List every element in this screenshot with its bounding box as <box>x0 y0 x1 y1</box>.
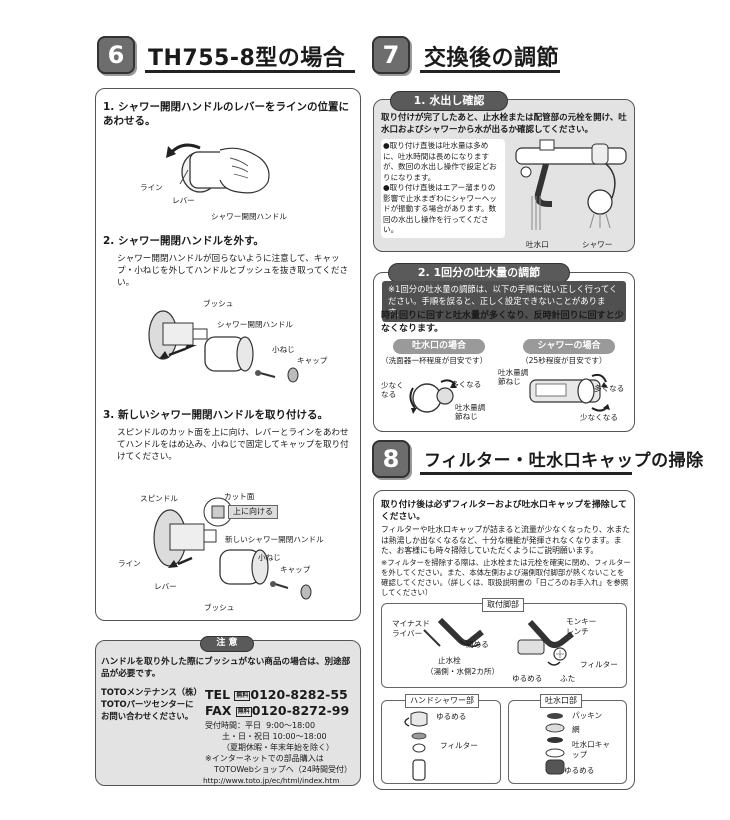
mount-wrench-label: モンキーレンチ <box>566 617 597 636</box>
step3-label-spindle: スピンドル <box>140 494 178 503</box>
water-check-body: 取り付けが完了したあと、止水栓または配管部の元栓を開け、吐水口およびシャワーから… <box>381 113 627 135</box>
hand-shower-tag: ハンドシャワー部 <box>405 694 479 708</box>
handle-install-illustration <box>153 497 312 600</box>
mount-lid-label: ふた <box>560 674 576 683</box>
handle-removal-illustration <box>148 310 299 383</box>
section-6-title: TH755-8型の場合 <box>148 46 346 71</box>
step1-heading: 1. シャワー開閉ハンドルのレバーをラインの位置にあわせる。 <box>103 101 349 127</box>
notice-headline: ハンドルを取り外した際にブッシュがない商品の場合は、別途部品が必要です。 <box>101 657 351 679</box>
step3-label-screw: 小ねじ <box>258 553 281 562</box>
section-7-underline <box>420 70 560 73</box>
mount-loosen-label: ゆるめる <box>512 674 543 683</box>
section-8-number: 8 <box>372 440 410 478</box>
flow-adjust-note: ※1回分の吐水量の調節は、以下の手順に従い正しく行ってください。手順を誤ると、正… <box>382 281 626 322</box>
mount-stop-valve-note: （湯側・水側2カ所） <box>426 667 500 676</box>
step3-heading: 3. 新しいシャワー開閉ハンドルを取り付ける。 <box>103 409 328 421</box>
mount-close-label: 閉める <box>466 640 489 649</box>
notice-fax[interactable]: 0120-8272-99 <box>251 703 350 718</box>
step3-body: スピンドルのカット面を上に向け、レバーとラインをあわせてハンドルをはめ込み、小ね… <box>117 428 349 462</box>
step2-label-cap: キャップ <box>297 356 328 365</box>
step2-label-bush: ブッシュ <box>203 299 234 308</box>
mount-filter-illustration <box>423 617 574 666</box>
step2-body: シャワー開閉ハンドルが回らないように注意して、キャップ・小ねじを外してハンドルと… <box>117 254 349 288</box>
notice-hours-row: 受付時間：平日 9:00～18:00 <box>205 721 316 730</box>
hand-shower-loosen-label: ゆるめる <box>436 712 467 721</box>
spout-less: 少なくなる <box>381 381 404 399</box>
step2-label-handle: シャワー開閉ハンドル <box>217 320 293 329</box>
section-8-note: ※フィルターを掃除する際は、止水栓または元栓を確実に閉め、フィルターを外してくだ… <box>381 558 631 597</box>
notice-panel <box>95 640 361 786</box>
shower-less: 少なくなる <box>580 413 618 422</box>
mount-filter-label: フィルター <box>580 660 618 669</box>
handle-lever-illustration <box>166 143 270 194</box>
notice-hours-weekend: 土・日・祝日 10:00～18:00 <box>222 732 327 741</box>
step3-label-up: 上に向ける <box>228 505 278 519</box>
notice-company: TOTOメンテナンス（株）TOTOパーツセンターにお問い合わせください。 <box>101 687 198 721</box>
spout-more: 多くなる <box>451 380 482 389</box>
spout-loosen-label: ゆるめる <box>564 766 595 775</box>
mount-tag: 取付脚部 <box>482 598 524 612</box>
step2-heading: 2. シャワー開閉ハンドルを外す。 <box>103 235 264 247</box>
shower-adjust-dial-illustration <box>529 373 610 412</box>
spout-adjust-screw: 吐水量調節ねじ <box>455 403 486 421</box>
section-8-body: フィルターや吐水口キャップが詰まると流量が少なくなったり、水または熱湯しか出なく… <box>381 525 631 555</box>
hand-shower-filter-label: フィルター <box>440 741 478 750</box>
section-8-panel <box>373 490 635 790</box>
water-check-bullet-1: ●取り付け直後は吐水量は多めに、吐水時間は長めになりますが、数回の水出し操作で設… <box>383 141 497 182</box>
section-8-title: フィルター・吐水口キャップの掃除 <box>424 451 704 471</box>
section-6-underline <box>145 70 355 73</box>
spout-tag: 吐水口部 <box>540 694 582 708</box>
spout-label: 吐水口 <box>526 240 549 249</box>
section-8-headline: 取り付け後は必ずフィルターおよび吐水口キャップを掃除してください。 <box>381 500 627 522</box>
flow-adjust-pill: 2. 1回分の吐水量の調節 <box>388 263 570 283</box>
step3-label-line: ライン <box>118 559 141 568</box>
notice-hours-note: （夏期休暇・年末年始を除く） <box>222 743 334 752</box>
shower-label: シャワー <box>582 240 613 249</box>
spout-mesh-label: 網 <box>572 725 580 734</box>
section-7-number: 7 <box>372 36 410 74</box>
spout-packing-label: パッキン <box>572 711 603 720</box>
water-check-bullet-2: ●取り付け直後はエアー溜まりの影響で止水まぎわにシャワーヘッドが振動する場合があ… <box>383 183 497 234</box>
step1-label-lever: レバー <box>172 196 195 205</box>
notice-tel[interactable]: 0120-8282-55 <box>250 687 348 702</box>
hand-shower-filter-illustration <box>404 711 428 781</box>
step2-label-screw: 小ねじ <box>272 345 295 354</box>
section-7-title: 交換後の調節 <box>424 46 560 71</box>
step3-label-bush: ブッシュ <box>204 603 235 612</box>
water-check-pill: 1. 水出し確認 <box>390 91 508 111</box>
spout-cap-illustration <box>545 713 565 775</box>
notice-title: 注 意 <box>200 636 254 652</box>
shower-more: 多くなる <box>594 384 625 393</box>
notice-web-shop: TOTOWebショップへ（24時間受付） <box>214 765 352 774</box>
step3-label-cut: カット面 <box>224 492 255 501</box>
spout-adjust-dial-illustration <box>409 379 457 414</box>
shower-case-pill: シャワーの場合 <box>523 339 615 354</box>
spout-case-hint: （洗面器一杯程度が目安です） <box>381 356 488 365</box>
mount-driver-label: マイナスドライバー <box>392 619 430 638</box>
step1-label-handle: シャワー開閉ハンドル <box>211 212 287 221</box>
spout-cap-label: 吐水口キャップ <box>572 740 610 759</box>
step3-label-new-handle: 新しいシャワー開閉ハンドル <box>225 535 324 544</box>
flow-adjust-body: 時計回りに回すと吐水量が多くなり、反時計回りに回すと少なくなります。 <box>381 311 624 334</box>
section-8-underline <box>420 472 632 475</box>
section-6-number: 6 <box>97 36 135 74</box>
mount-stop-valve-label: 止水栓 <box>438 656 461 665</box>
step3-label-cap: キャップ <box>280 565 311 574</box>
step1-label-line: ライン <box>140 183 163 192</box>
faucet-water-illustration <box>515 139 627 230</box>
spout-case-pill: 吐水口の場合 <box>393 339 485 354</box>
notice-url[interactable]: http://www.toto.jp/ec/html/index.htm <box>203 776 340 785</box>
step3-label-lever: レバー <box>154 582 177 591</box>
water-check-notes: ●取り付け直後は吐水量は多めに、吐水時間は長めになりますが、数回の水出し操作で設… <box>381 139 505 238</box>
shower-case-hint: （25秒程度が目安です） <box>521 356 607 365</box>
notice-web-note: ※インターネットでの部品購入は <box>205 754 324 763</box>
shower-adjust-screw: 吐水量調節ねじ <box>498 368 529 386</box>
